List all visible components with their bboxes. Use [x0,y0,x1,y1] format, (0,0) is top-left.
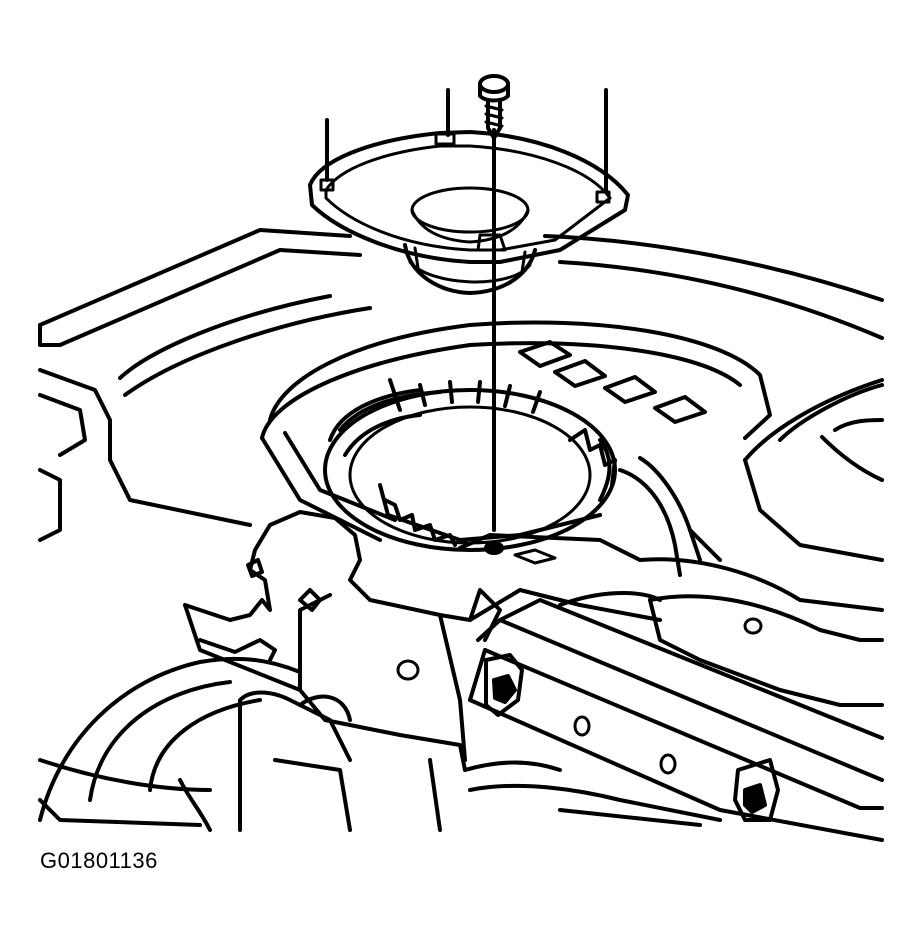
mounting-screw [478,74,510,140]
speaker-opening [323,378,617,552]
crossmember [468,598,884,842]
figure-code: G01801136 [40,848,158,873]
speaker-assembly [308,130,630,295]
alignment-lines [325,88,608,532]
screw-receiver [458,533,642,565]
bracket [183,510,662,772]
lower-body [38,656,722,832]
speaker-well [260,320,772,577]
